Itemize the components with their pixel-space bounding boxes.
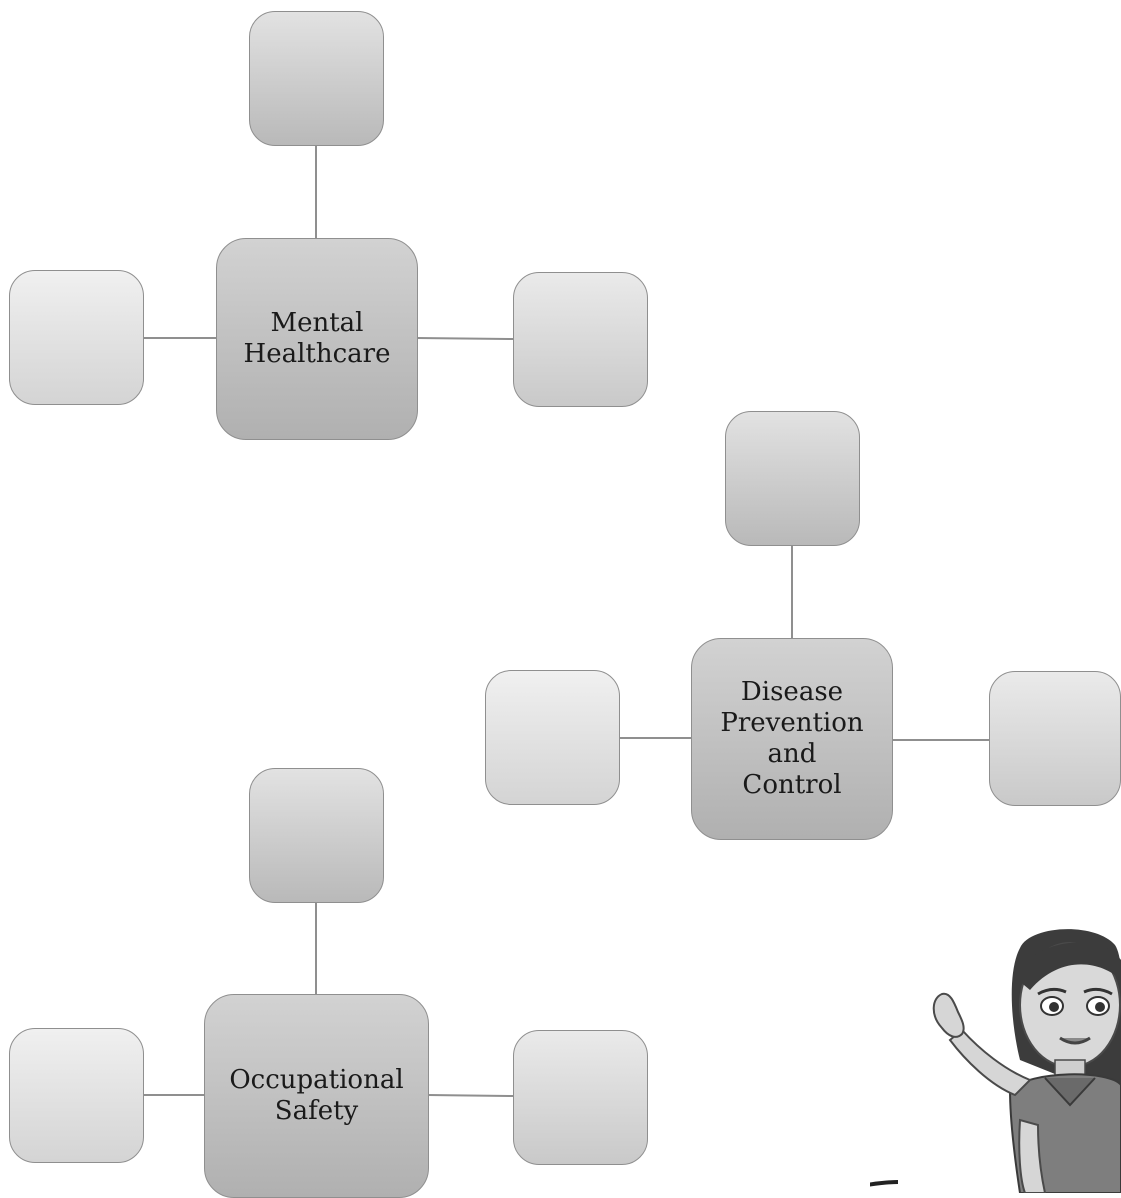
- blank-box-right[interactable]: [989, 671, 1121, 806]
- blank-box-left[interactable]: [9, 270, 144, 405]
- center-node-occupational-safety: Occupational Safety: [204, 994, 429, 1198]
- center-node-label: Occupational Safety: [229, 1065, 404, 1126]
- blank-box-top[interactable]: [249, 11, 384, 146]
- blank-box-left[interactable]: [485, 670, 620, 805]
- center-node-disease-prevention: Disease Prevention and Control: [691, 638, 893, 840]
- center-node-label: Mental Healthcare: [243, 308, 391, 369]
- connector-line: [427, 1094, 514, 1097]
- blank-box-right[interactable]: [513, 1030, 648, 1165]
- blank-box-right[interactable]: [513, 272, 648, 407]
- center-node-mental-healthcare: Mental Healthcare: [216, 238, 418, 440]
- blank-box-left[interactable]: [9, 1028, 144, 1163]
- teacher-illustration: [870, 929, 1121, 1193]
- blank-box-top[interactable]: [725, 411, 860, 546]
- blank-box-top[interactable]: [249, 768, 384, 903]
- connector-line: [416, 337, 514, 340]
- center-node-label: Disease Prevention and Control: [720, 677, 864, 800]
